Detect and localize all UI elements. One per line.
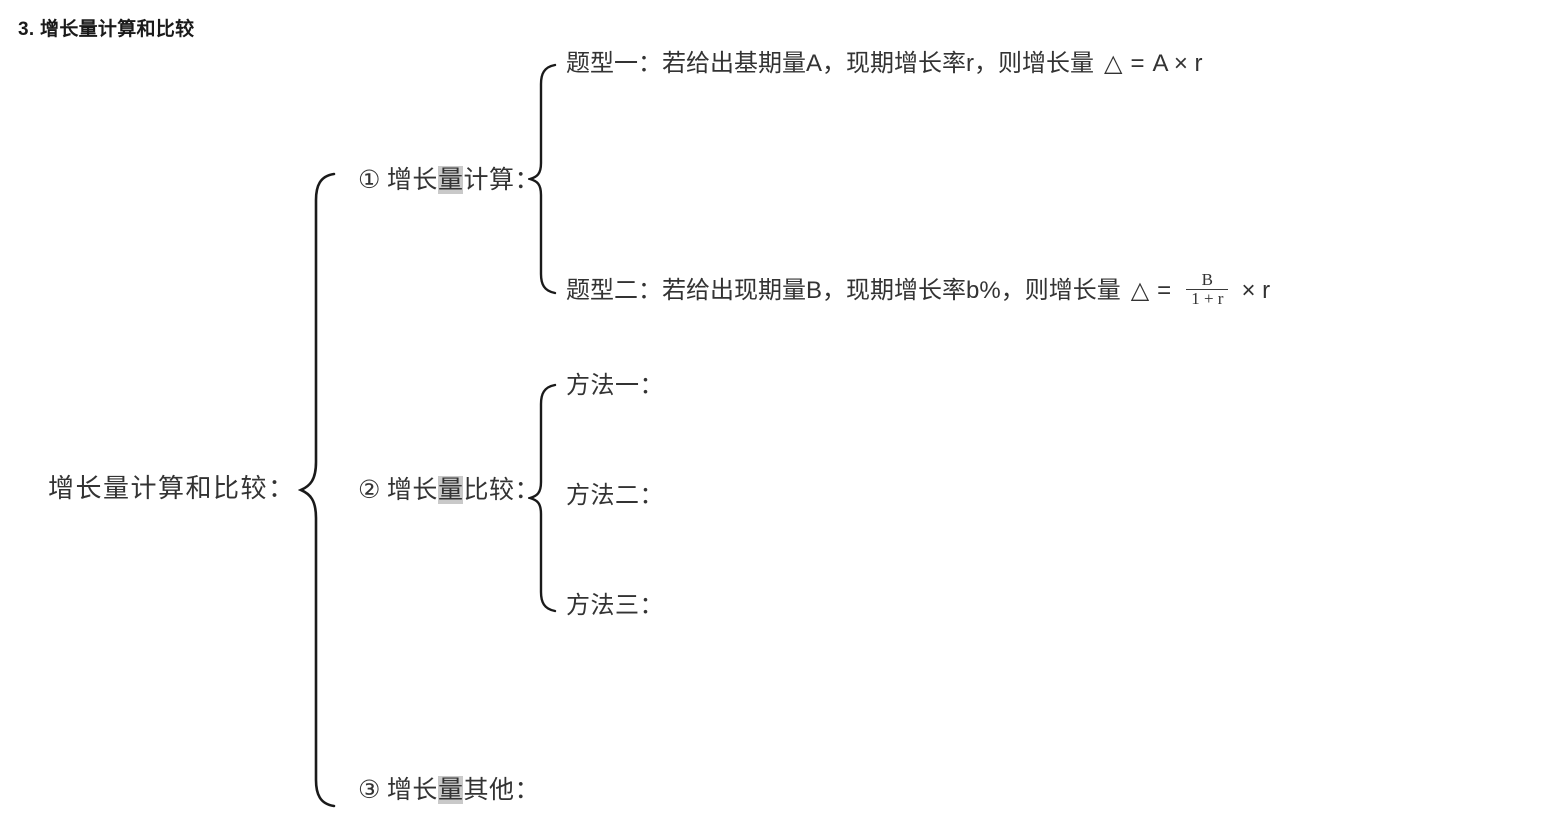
leaf-type-1-formula-rhs: A × r — [1152, 50, 1203, 77]
leaf-method-1-prefix: 方法一： — [566, 372, 664, 399]
leaf-type-1[interactable]: 题型一： 若给出基期量A，现期增长率r，则增长量 △ = A × r — [566, 52, 1203, 76]
leaf-type-2[interactable]: 题型二： 若给出现期量B，现期增长率b%，则增长量 △ = B 1 + r × … — [566, 270, 1271, 309]
branch-label-2-highlight: 量 — [437, 476, 464, 504]
leaf-type-1-prefix: 题型一： — [566, 50, 662, 77]
leaf-type-2-fraction: B 1 + r — [1186, 270, 1229, 309]
root-node-label: 增长量计算和比较： — [48, 475, 296, 501]
branch-label-3-b: 其他： — [463, 776, 540, 804]
leaf-type-2-formula-lhs: △ — [1130, 276, 1150, 304]
branch-marker-3: ③ — [358, 776, 381, 804]
leaf-type-1-formula-lhs: △ — [1104, 50, 1123, 77]
leaf-type-2-formula-eq: = — [1157, 276, 1172, 304]
root-node-text: 增长量计算和比较 — [48, 473, 269, 503]
leaf-type-1-body: 若给出基期量A，现期增长率r，则增长量 — [662, 50, 1094, 77]
branch-label-3-a: 增长 — [386, 776, 438, 804]
root-brace — [298, 170, 338, 810]
leaf-type-2-formula-tail: × r — [1241, 276, 1271, 304]
branch-2-brace — [528, 382, 558, 614]
fraction-numerator: B — [1201, 270, 1213, 289]
leaf-type-1-formula-eq: = — [1130, 50, 1145, 77]
branch-label-1-highlight: 量 — [437, 166, 464, 194]
branch-label-1-b: 计算： — [463, 166, 540, 194]
leaf-type-2-prefix: 题型二： — [566, 276, 662, 304]
branch-label-3-highlight: 量 — [437, 776, 464, 804]
branch-label-2-a: 增长 — [386, 476, 438, 504]
leaf-type-2-body: 若给出现期量B，现期增长率b%，则增长量 — [662, 276, 1121, 304]
branch-marker-2: ② — [358, 476, 381, 504]
branch-label-1-a: 增长 — [386, 166, 438, 194]
root-node-colon: ： — [268, 473, 296, 503]
fraction-denominator: 1 + r — [1191, 289, 1224, 309]
leaf-method-2[interactable]: 方法二： — [566, 484, 664, 508]
leaf-method-3[interactable]: 方法三： — [566, 594, 664, 618]
branch-label-2-b: 比较： — [463, 476, 540, 504]
leaf-method-2-prefix: 方法二： — [566, 482, 664, 509]
branch-1-brace — [528, 62, 558, 296]
leaf-method-3-prefix: 方法三： — [566, 592, 664, 619]
page-title: 3. 增长量计算和比较 — [18, 19, 195, 40]
fraction-bar — [1186, 288, 1229, 291]
leaf-method-1[interactable]: 方法一： — [566, 374, 664, 398]
branch-marker-1: ① — [358, 166, 381, 194]
